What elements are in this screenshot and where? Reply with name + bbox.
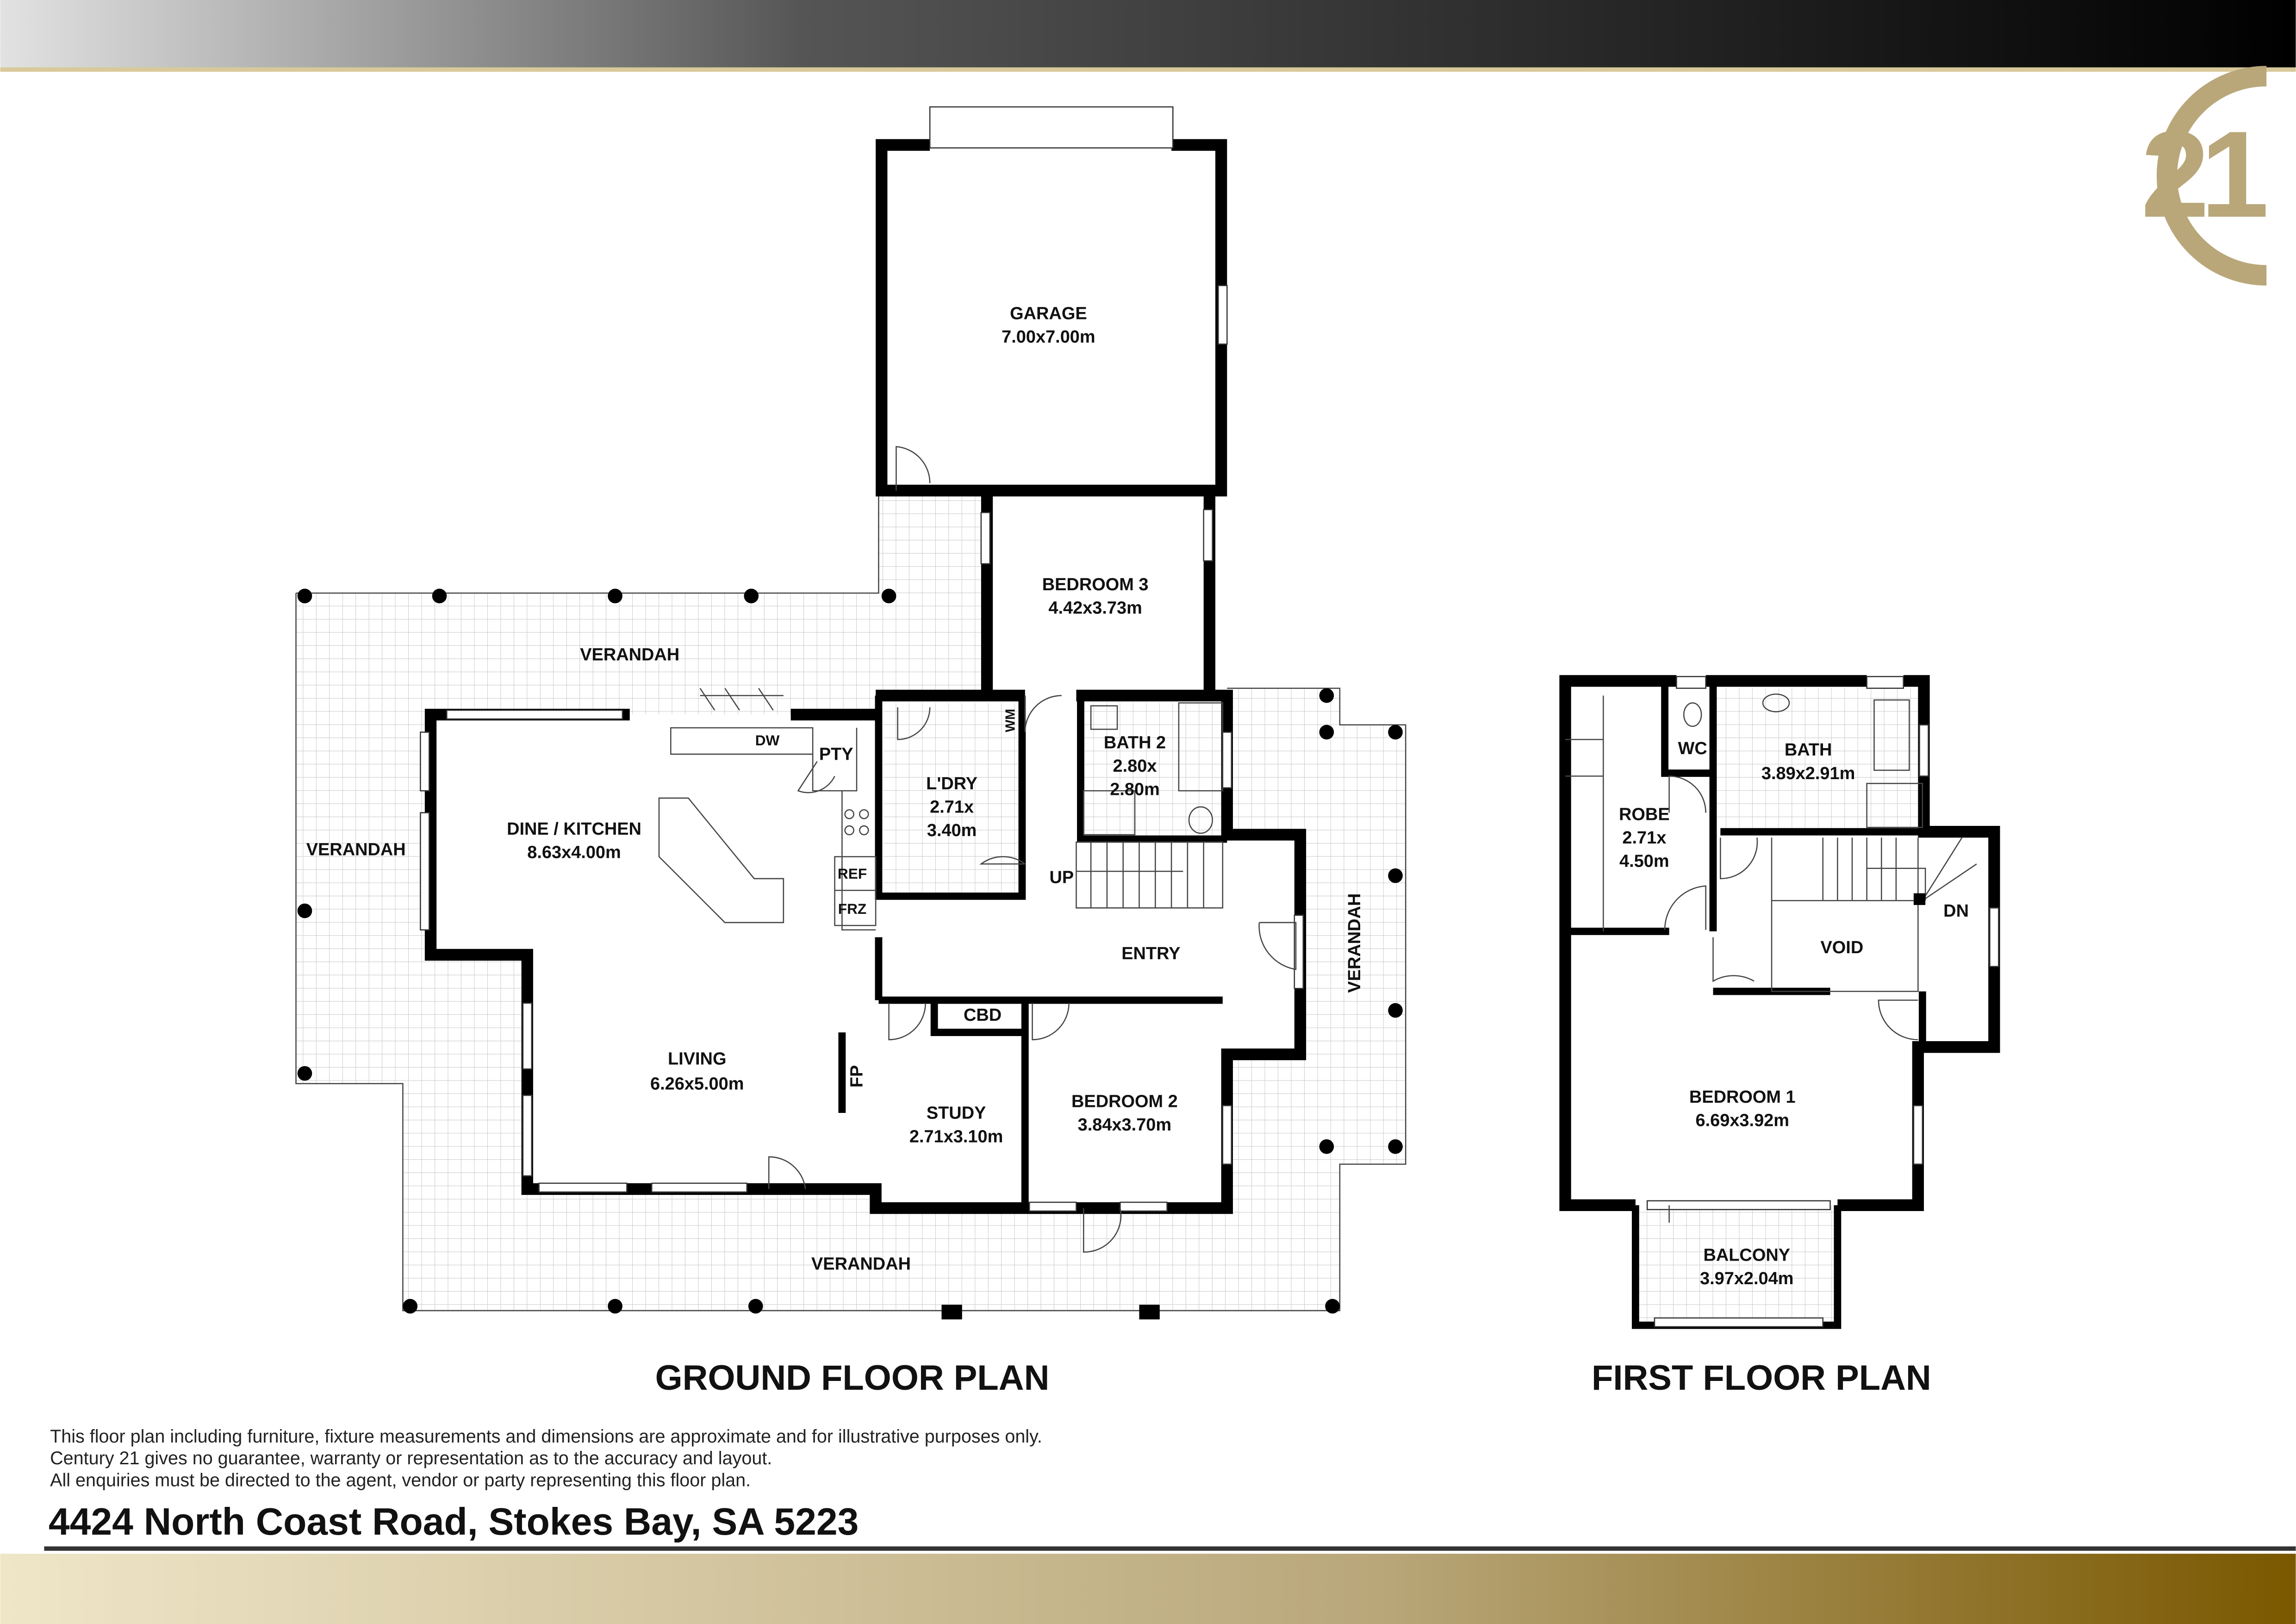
bath2-size-1: 2.80x bbox=[1113, 756, 1157, 776]
bedroom2-size: 3.84x3.70m bbox=[1078, 1115, 1172, 1135]
robe-label: ROBE bbox=[1619, 805, 1670, 824]
first-floor-interior-walls bbox=[1565, 681, 1926, 1047]
garage-label: GARAGE bbox=[1010, 304, 1087, 324]
cbd-label: CBD bbox=[964, 1006, 1002, 1025]
bedroom3-size: 4.42x3.73m bbox=[1048, 598, 1142, 618]
property-address: 4424 North Coast Road, Stokes Bay, SA 52… bbox=[49, 1501, 859, 1543]
first-floor-title: FIRST FLOOR PLAN bbox=[1592, 1358, 1931, 1398]
ref-label: REF bbox=[838, 865, 867, 882]
verandah-left-label: VERANDAH bbox=[306, 840, 406, 859]
fp-label: FP bbox=[847, 1065, 867, 1087]
bath2-size-2: 2.80m bbox=[1110, 780, 1160, 800]
interior-walls bbox=[838, 695, 1227, 1208]
garage-walls bbox=[876, 139, 1227, 497]
century21-logo: 21 bbox=[2141, 66, 2275, 286]
bath-label: BATH bbox=[1785, 740, 1832, 760]
frz-label: FRZ bbox=[838, 900, 866, 917]
bedroom1-label: BEDROOM 1 bbox=[1689, 1087, 1796, 1107]
void-label: VOID bbox=[1820, 938, 1863, 957]
disclaimer-line-2: Century 21 gives no guarantee, warranty … bbox=[50, 1448, 772, 1468]
ground-floor-title: GROUND FLOOR PLAN bbox=[655, 1358, 1050, 1398]
stairs-down-label: DN bbox=[1943, 901, 1969, 921]
robe-size-1: 2.71x bbox=[1622, 828, 1666, 848]
verandah-right-label: VERANDAH bbox=[1345, 893, 1364, 993]
entry-label: ENTRY bbox=[1121, 944, 1180, 963]
study-label: STUDY bbox=[927, 1104, 986, 1123]
wm-label: WM bbox=[1003, 709, 1018, 732]
bottom-divider bbox=[44, 1546, 2296, 1551]
dine-kitchen-size: 8.63x4.00m bbox=[527, 843, 621, 862]
bottom-banner bbox=[0, 1554, 2296, 1624]
balcony-size: 3.97x2.04m bbox=[1700, 1269, 1794, 1288]
first-floor-plan: WC BATH 3.89x2.91m ROBE 2.71x 4.50m VOID… bbox=[1559, 675, 2000, 1398]
laundry-size-1: 2.71x bbox=[930, 798, 974, 817]
laundry-size-2: 3.40m bbox=[927, 821, 977, 840]
verandah-top-label: VERANDAH bbox=[580, 645, 679, 665]
wc-label: WC bbox=[1678, 739, 1707, 758]
garage-size: 7.00x7.00m bbox=[1002, 327, 1095, 347]
pty-label: PTY bbox=[819, 745, 853, 764]
dine-kitchen-label: DINE / KITCHEN bbox=[507, 819, 641, 839]
svg-text:21: 21 bbox=[2141, 106, 2266, 243]
disclaimer-line-1: This floor plan including furniture, fix… bbox=[50, 1426, 1042, 1447]
balcony-label: BALCONY bbox=[1703, 1246, 1790, 1265]
living-label: LIVING bbox=[668, 1049, 726, 1069]
bedroom2-label: BEDROOM 2 bbox=[1071, 1092, 1178, 1111]
robe-size-2: 4.50m bbox=[1619, 852, 1669, 871]
top-banner-gold-line bbox=[0, 67, 2296, 72]
bedroom3-label: BEDROOM 3 bbox=[1042, 575, 1149, 594]
bedroom1-size: 6.69x3.92m bbox=[1696, 1111, 1790, 1131]
verandah-bottom-label: VERANDAH bbox=[811, 1255, 911, 1274]
stairs-up-label: UP bbox=[1050, 868, 1074, 887]
disclaimer-line-3: All enquiries must be directed to the ag… bbox=[50, 1470, 751, 1491]
top-banner bbox=[0, 0, 2296, 68]
dw-label: DW bbox=[755, 732, 780, 749]
verandah-posts bbox=[297, 588, 1403, 1320]
verandah-tiles bbox=[295, 490, 1406, 1312]
laundry-label: L'DRY bbox=[926, 774, 977, 793]
bath2-label: BATH 2 bbox=[1104, 733, 1166, 752]
bath-size: 3.89x2.91m bbox=[1761, 764, 1855, 783]
study-size: 2.71x3.10m bbox=[909, 1127, 1003, 1146]
living-size: 6.26x5.00m bbox=[650, 1074, 744, 1093]
ground-floor-plan: GARAGE 7.00x7.00m BEDROOM 3 4.42x3.73m V… bbox=[295, 106, 1406, 1398]
